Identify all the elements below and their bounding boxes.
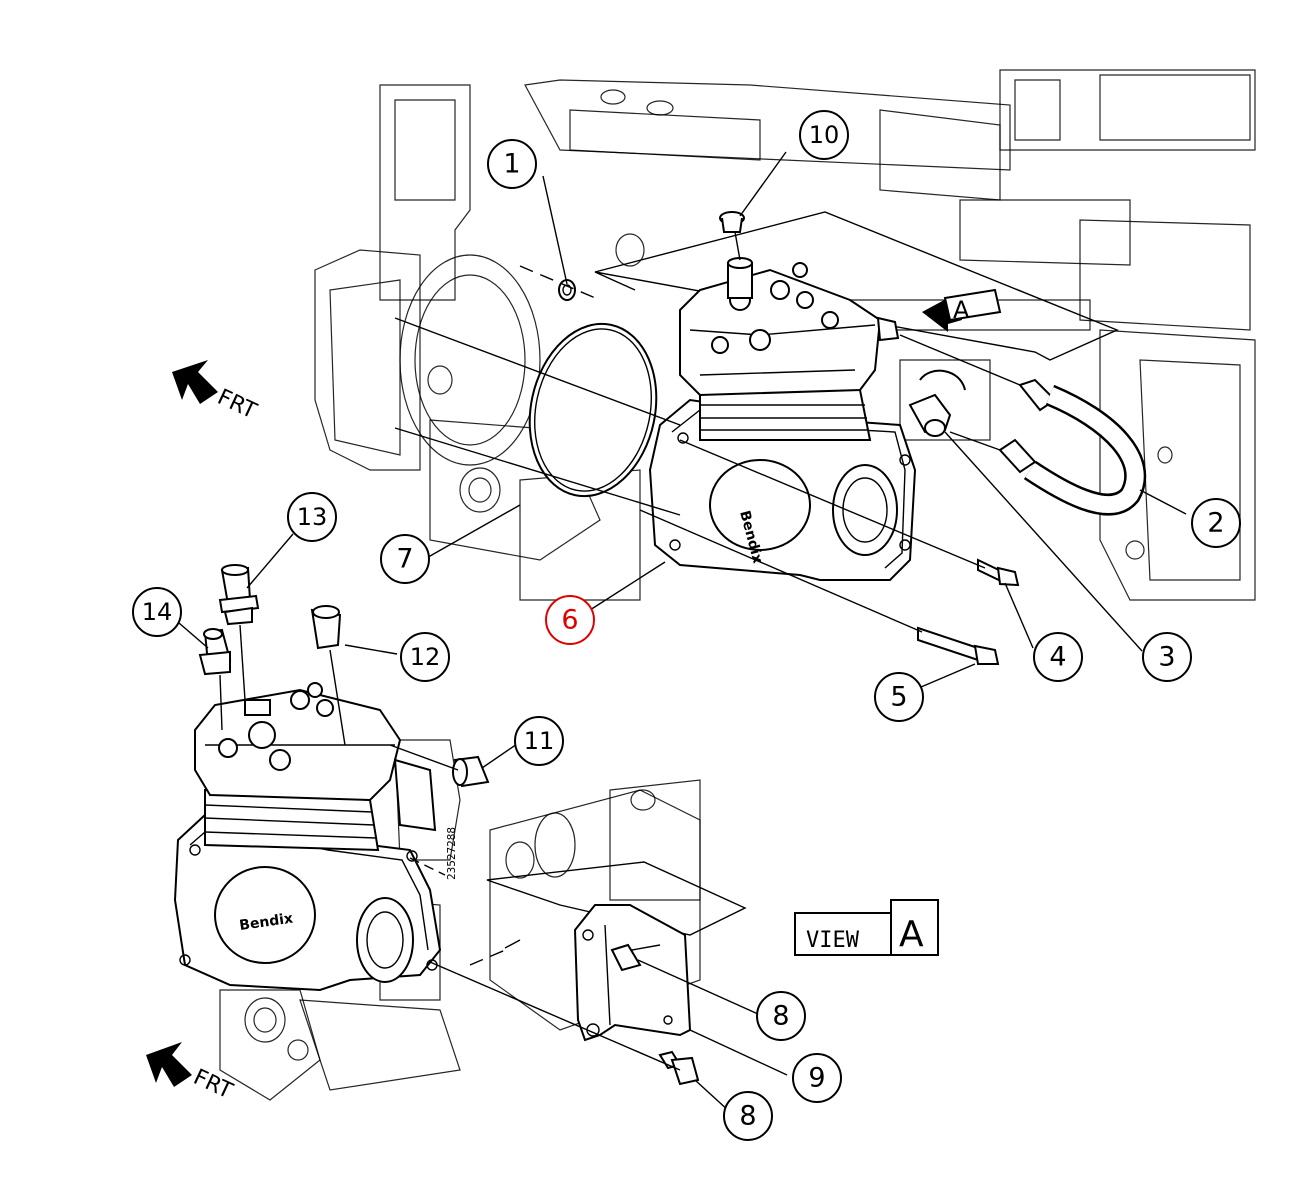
callout-13: 13 xyxy=(287,492,337,542)
callout-9: 9 xyxy=(792,1053,842,1103)
callout-3-label: 3 xyxy=(1158,642,1175,673)
callout-4-label: 4 xyxy=(1049,642,1066,673)
engine-background-lower xyxy=(219,739,701,1101)
callout-12-label: 12 xyxy=(410,643,441,671)
callout-10-label: 10 xyxy=(809,121,840,149)
callout-6-label: 6 xyxy=(561,605,578,636)
view-a-region-outline-upper xyxy=(594,211,1119,361)
assembly-lines-upper xyxy=(394,231,1021,633)
callout-1-label: 1 xyxy=(503,149,520,180)
callout-5: 5 xyxy=(874,672,924,722)
air-compressor-upper: Bendix xyxy=(648,257,917,581)
callout-6: 6 xyxy=(545,595,595,645)
plug-item-10 xyxy=(719,211,745,233)
callout-5-label: 5 xyxy=(890,682,907,713)
callout-8-a-label: 8 xyxy=(772,1001,789,1032)
front-arrow-icon xyxy=(172,360,218,404)
callout-11-label: 11 xyxy=(524,727,555,755)
svg-text:Bendix: Bendix xyxy=(238,911,294,934)
callout-13-label: 13 xyxy=(297,503,328,531)
front-arrow-icon xyxy=(146,1042,192,1087)
front-indicator-bottom: FRT xyxy=(146,1042,237,1104)
bracket-item-9 xyxy=(573,904,692,1042)
o-ring-item-7 xyxy=(528,322,658,498)
bolt-item-8-upper xyxy=(610,943,661,972)
fitting-item-13 xyxy=(218,564,260,626)
view-arrow-letter: A xyxy=(953,296,970,324)
bolt-item-8-lower xyxy=(658,1050,700,1086)
callout-7: 7 xyxy=(380,534,430,584)
view-a-region-outline-lower xyxy=(486,861,747,936)
callout-2-label: 2 xyxy=(1207,508,1224,539)
view-letter: A xyxy=(899,914,924,955)
fitting-item-11 xyxy=(452,755,490,788)
callout-14: 14 xyxy=(132,587,182,637)
callout-14-label: 14 xyxy=(142,598,173,626)
view-direction-arrow-icon: A xyxy=(922,288,1002,332)
callout-7-label: 7 xyxy=(396,544,413,575)
callout-11: 11 xyxy=(514,716,564,766)
callout-8-b-label: 8 xyxy=(739,1101,756,1132)
svg-text:23527288: 23527288 xyxy=(445,827,458,880)
assembly-lines-lower xyxy=(219,624,681,1071)
hose-item-2 xyxy=(998,378,1147,516)
callout-10: 10 xyxy=(799,110,849,160)
callout-8-a: 8 xyxy=(756,991,806,1041)
view-a-label-box: VIEW A xyxy=(794,899,939,956)
air-compressor-lower: Bendix 23527288 xyxy=(173,682,458,992)
fitting-item-14 xyxy=(198,628,232,676)
view-word: VIEW xyxy=(806,928,860,953)
callout-9-label: 9 xyxy=(808,1063,825,1094)
callout-12: 12 xyxy=(400,632,450,682)
fitting-item-12 xyxy=(310,605,342,650)
callout-1: 1 xyxy=(487,139,537,189)
bolt-item-4 xyxy=(977,558,1020,587)
callout-3: 3 xyxy=(1142,632,1192,682)
frt-label-bottom: FRT xyxy=(189,1065,236,1105)
callout-8-b: 8 xyxy=(723,1091,773,1141)
callout-leaders xyxy=(171,151,1187,1113)
bolt-item-5 xyxy=(917,626,1000,665)
elbow-fitting-item-3 xyxy=(908,369,966,437)
frt-label-top: FRT xyxy=(213,385,260,425)
callout-4: 4 xyxy=(1033,632,1083,682)
callout-2: 2 xyxy=(1191,498,1241,548)
front-indicator-top: FRT xyxy=(172,360,261,424)
